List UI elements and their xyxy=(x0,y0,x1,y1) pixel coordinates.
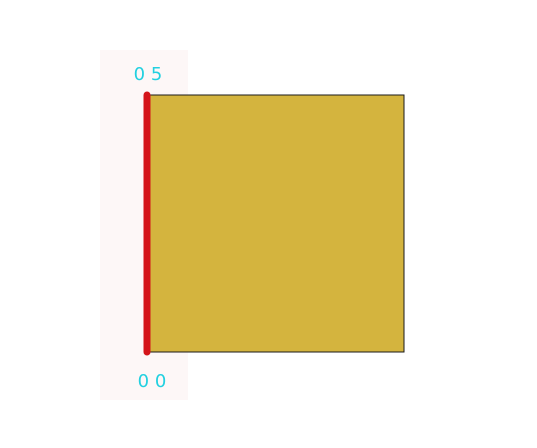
top-vertex-label: 0 5 xyxy=(134,64,163,85)
square xyxy=(146,94,405,353)
bottom-vertex-label: 0 0 xyxy=(138,371,167,392)
